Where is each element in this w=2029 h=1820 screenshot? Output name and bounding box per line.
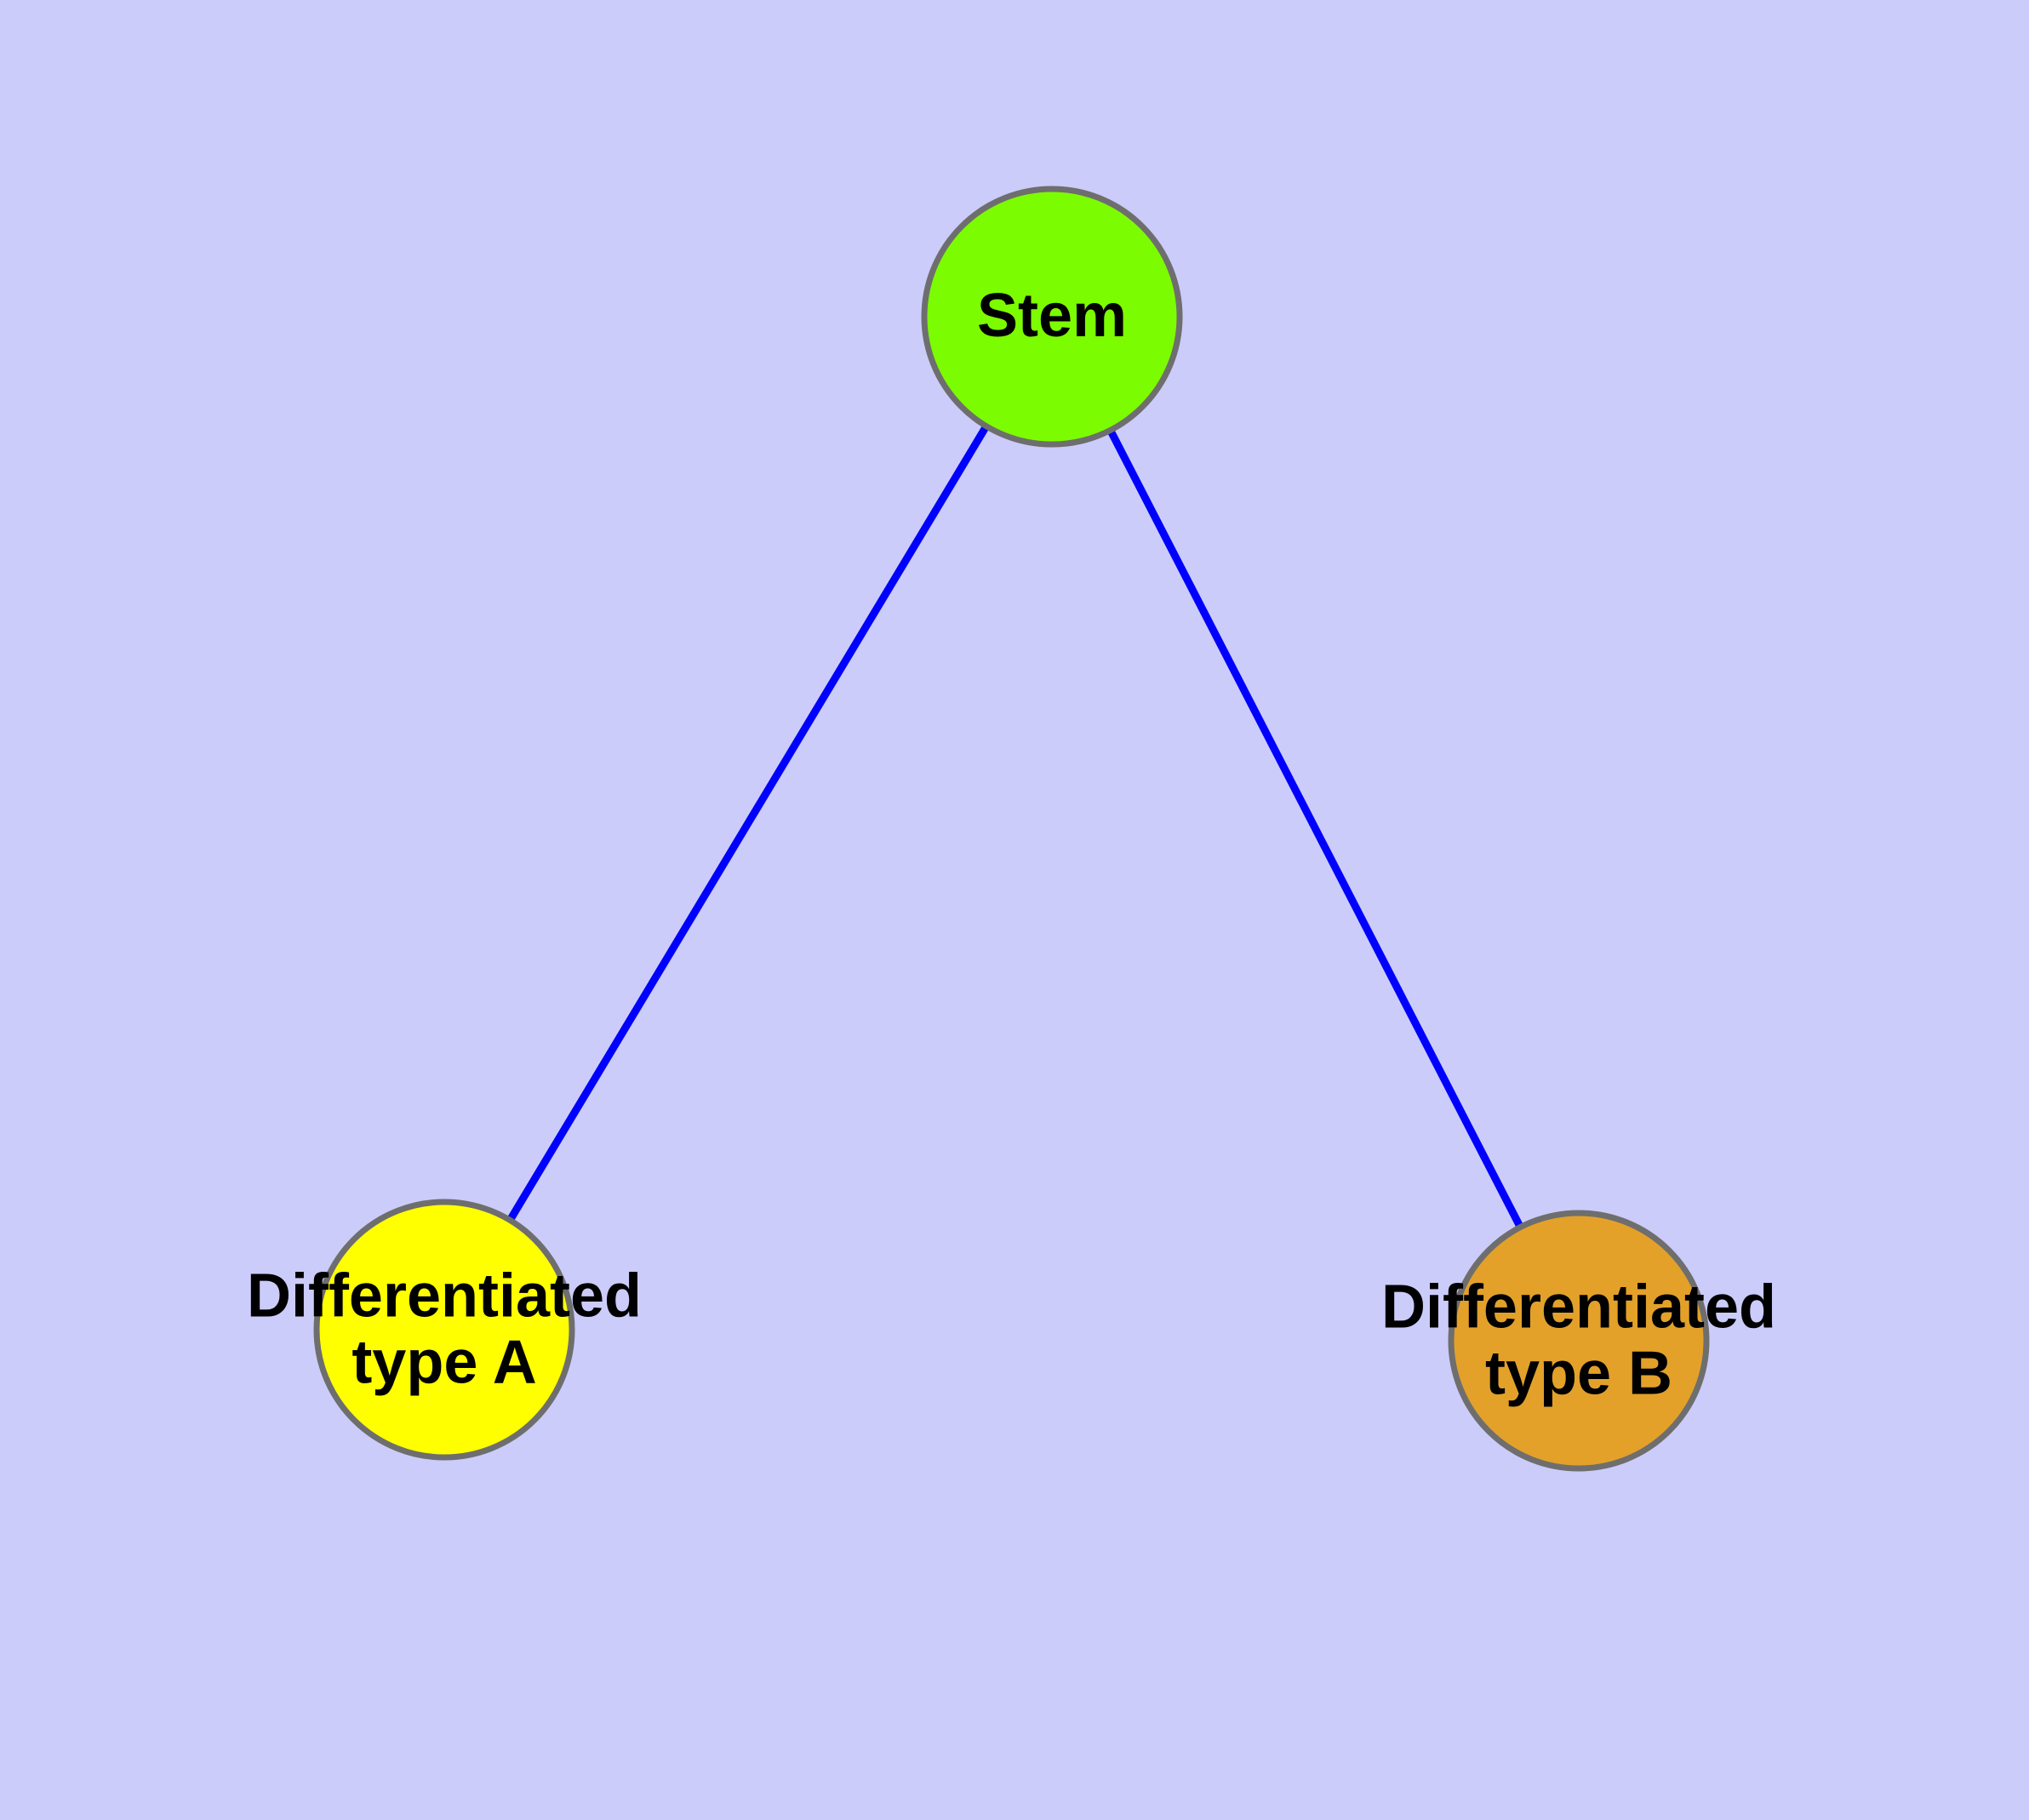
node-layer — [313, 186, 1710, 1472]
graph-edge-stem-to-diff-b[interactable] — [1104, 423, 1527, 1234]
edge-layer — [504, 420, 1527, 1234]
graph-edge-stem-to-diff-a[interactable] — [504, 420, 992, 1227]
graph-node-diff_a[interactable] — [313, 1199, 575, 1461]
graph-node-diff_b[interactable] — [1448, 1210, 1710, 1472]
graph-node-stem[interactable] — [921, 186, 1183, 448]
